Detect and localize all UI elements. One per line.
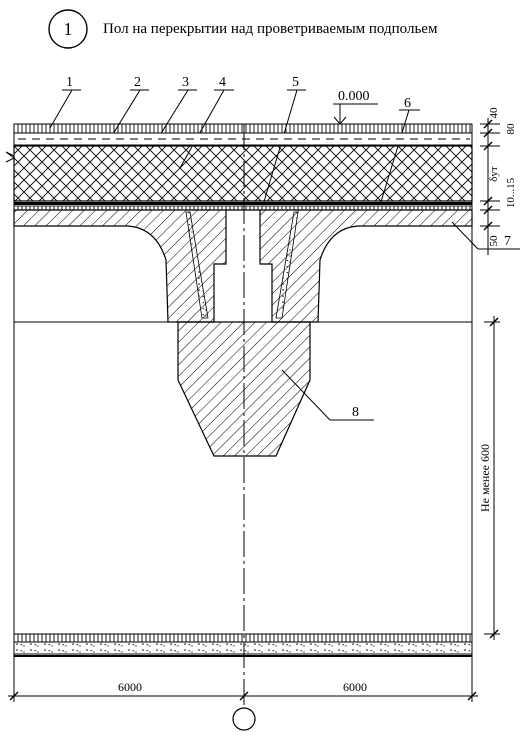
axis-marker: [232, 707, 256, 731]
ground-layers: [13, 633, 473, 657]
insulation-layer: [5, 145, 473, 202]
detail-header: 1 Пол на перекрытии над проветриваемым п…: [48, 9, 438, 49]
detail-number-circle: [48, 9, 88, 49]
elevation-mark: 0.000: [333, 89, 378, 125]
leader-label-8: 8: [352, 405, 359, 420]
elevation-label: 0.000: [338, 89, 370, 104]
leader-label-5: 5: [292, 75, 299, 90]
vapor-barrier-layer: [13, 202, 473, 211]
dim-80: 80: [505, 123, 517, 135]
horizontal-dimensions: 6000 6000: [8, 660, 478, 702]
dim-span-right: 6000: [343, 680, 367, 694]
slab-and-beam: [13, 209, 473, 323]
page-title: Пол на перекрытии над проветриваемым под…: [103, 21, 438, 37]
floor-finish-layer: [13, 123, 473, 134]
dim-10-15: 10...15: [505, 177, 517, 208]
dim-delta-ut: δут: [488, 166, 500, 182]
screed-layer: [13, 132, 473, 146]
leader-label-3: 3: [182, 75, 189, 90]
dim-span-left: 6000: [118, 680, 142, 694]
leader-label-7: 7: [504, 234, 511, 249]
vertical-dimensions: 40 80 δут 10...15 50 Не менее 600: [478, 107, 517, 640]
dim-40: 40: [488, 107, 500, 119]
leader-label-6: 6: [404, 96, 411, 111]
dim-min-height: Не менее 600: [478, 444, 492, 512]
detail-number: 1: [64, 19, 73, 39]
leader-label-4: 4: [219, 75, 226, 90]
leader-label-1: 1: [66, 75, 73, 90]
dim-50: 50: [488, 235, 500, 247]
leader-label-2: 2: [134, 75, 141, 90]
